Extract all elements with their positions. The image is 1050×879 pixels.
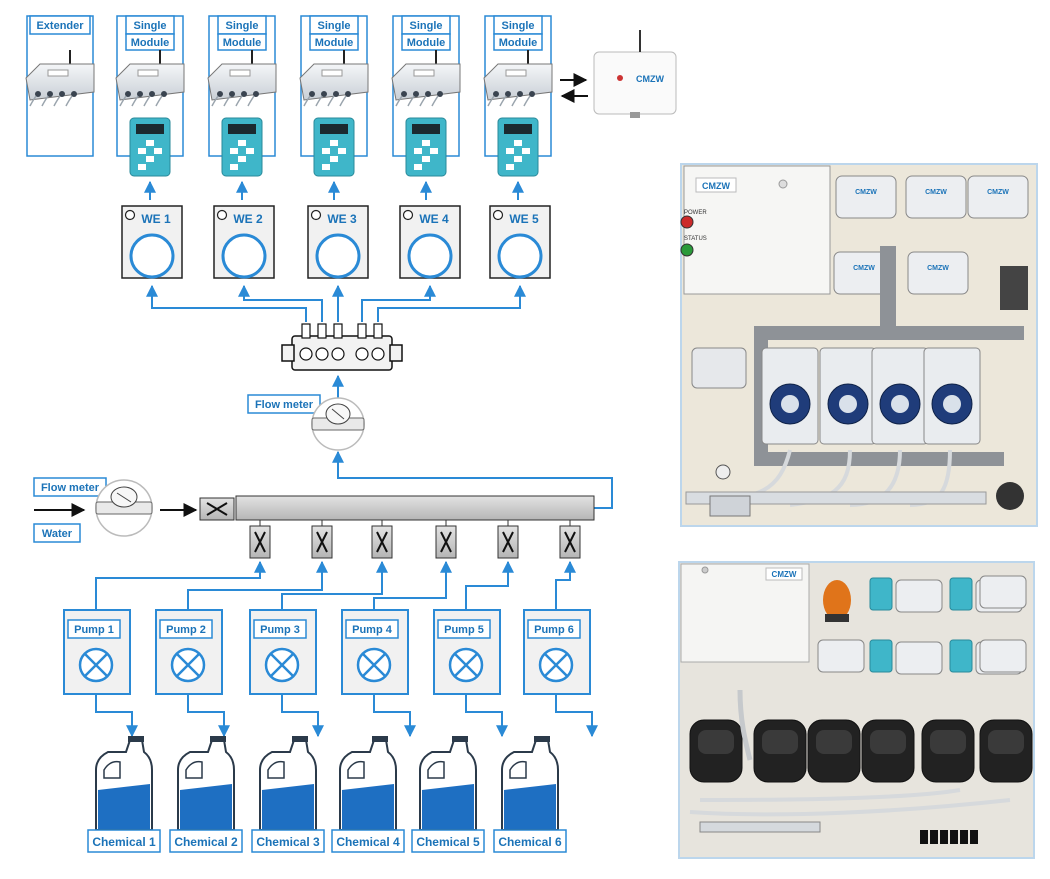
pumps-row: Pump 1 Pump 2 Pump 3 Pump 4 Pump 5 Pump 6: [63, 609, 598, 738]
injection-valve-5: [497, 520, 519, 559]
power-label: POWER: [684, 210, 707, 216]
injection-valve-3: [371, 520, 393, 559]
chemical-label: Chemical 1: [92, 835, 156, 849]
chemical-label: Chemical 3: [256, 835, 320, 849]
pump-label: Pump 3: [260, 624, 300, 636]
svg-text:CMZW: CMZW: [925, 189, 947, 196]
chemical-3: Chemical 3: [251, 736, 325, 853]
washer-2: WE 2: [213, 205, 275, 279]
module-label-line1: Single: [409, 20, 442, 32]
pump-1: Pump 1: [63, 609, 138, 738]
external-controller: CMZW: [560, 30, 677, 118]
washer-label: WE 1: [141, 212, 171, 226]
module-label-line1: Single: [317, 20, 350, 32]
chemical-label: Chemical 5: [416, 835, 480, 849]
module-device-body: [299, 63, 369, 101]
chemical-label: Chemical 6: [498, 835, 562, 849]
module-device-body: [207, 63, 277, 101]
pump-valve-lines: [95, 560, 576, 610]
lower-flow-meter-label: Flow meter: [41, 482, 100, 494]
pump-3: Pump 3: [249, 609, 324, 738]
injection-valve-1: [249, 520, 271, 559]
chemical-1: Chemical 1: [87, 736, 161, 853]
chemical-label: Chemical 4: [336, 835, 400, 849]
module-label-line1: Extender: [36, 20, 84, 32]
water-label: Water: [42, 528, 73, 540]
pump-5: Pump 5: [433, 609, 508, 738]
water-inlet: Flow meter Water: [33, 477, 198, 543]
chemical-5: Chemical 5: [411, 736, 485, 853]
washer-5: WE 5: [489, 205, 551, 279]
pump-4: Pump 4: [341, 609, 416, 738]
module-label-line1: Single: [501, 20, 534, 32]
chemical-2: Chemical 2: [169, 736, 243, 853]
upper-flow-meter: Flow meter: [247, 394, 365, 451]
washer-label: WE 5: [509, 212, 539, 226]
washer-1: WE 1: [121, 205, 183, 279]
module-label-line2: Module: [407, 37, 446, 49]
module-label-line2: Module: [499, 37, 538, 49]
module-label-line1: Single: [225, 20, 258, 32]
washer-feed-lines: [146, 284, 526, 322]
module-device-body: [483, 63, 553, 101]
pump-panel-photo: CMZW: [678, 561, 1035, 859]
svg-text:CMZW: CMZW: [927, 265, 949, 272]
mixing-manifold: [199, 495, 595, 521]
svg-text:CMZW: CMZW: [855, 189, 877, 196]
chemicals-row: Chemical 1 Chemical 2 Chemical 3 Chemical 4…: [87, 736, 567, 853]
washer-4: WE 4: [399, 205, 461, 279]
status-label: STATUS: [684, 236, 707, 242]
washers-row: WE 1 WE 2 WE 3 WE 4 WE 5: [121, 205, 551, 279]
svg-text:CMZW: CMZW: [853, 265, 875, 272]
washer-3: WE 3: [307, 205, 369, 279]
module-label-line1: Single: [133, 20, 166, 32]
pump-label: Pump 4: [352, 624, 393, 636]
pump-label: Pump 5: [444, 624, 484, 636]
module-device-body: [391, 63, 461, 101]
chemical-6: Chemical 6: [493, 736, 567, 853]
module-label-line2: Module: [223, 37, 262, 49]
module-device-body: [115, 63, 185, 101]
washer-label: WE 4: [419, 212, 449, 226]
module-device-body: [25, 63, 95, 101]
control-panel-photo: CMZW POWER STATUS CMZW CMZW CMZW CMZW CMZW: [680, 163, 1038, 527]
injection-valves: [249, 520, 581, 559]
svg-text:CMZW: CMZW: [987, 189, 1009, 196]
chemical-label: Chemical 2: [174, 835, 238, 849]
panel2-brand: CMZW: [772, 570, 797, 579]
controller-brand: CMZW: [636, 74, 664, 84]
washer-label: WE 2: [233, 212, 263, 226]
upper-flow-meter-label: Flow meter: [255, 399, 314, 411]
module-label-line2: Module: [315, 37, 354, 49]
injection-valve-4: [435, 520, 457, 559]
module-label-line2: Module: [131, 37, 170, 49]
injection-valve-6: [559, 520, 581, 559]
pump-label: Pump 2: [166, 624, 206, 636]
pump-6: Pump 6: [523, 609, 598, 738]
module-1: Extender: [25, 15, 95, 157]
pump-label: Pump 1: [74, 624, 114, 636]
pump-2: Pump 2: [155, 609, 230, 738]
injection-valve-2: [311, 520, 333, 559]
cabinet-brand: CMZW: [702, 181, 730, 191]
washer-label: WE 3: [327, 212, 357, 226]
chemical-4: Chemical 4: [331, 736, 405, 853]
pump-label: Pump 6: [534, 624, 574, 636]
distribution-manifold: [281, 323, 403, 371]
